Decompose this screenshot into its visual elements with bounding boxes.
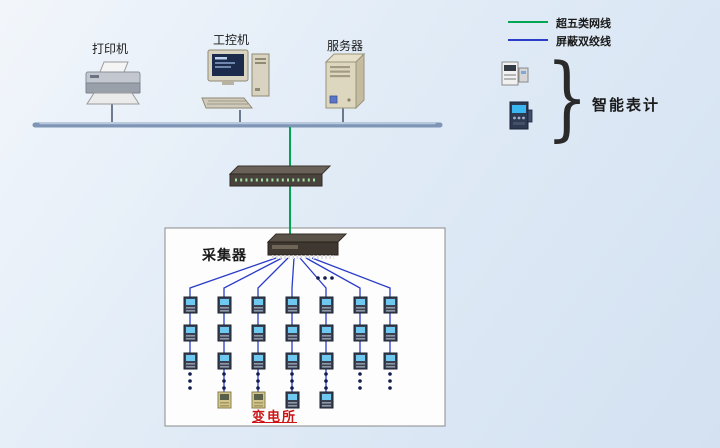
printer-icon [85,61,141,105]
legend-cat5e-label: 超五类网线 [556,18,611,30]
power-meter-icon [319,324,334,342]
power-meter-icon [285,296,300,314]
server-tower-icon [324,52,366,110]
power-meter-icon [383,352,398,370]
server-label: 服务器 [327,39,364,53]
power-meter-icon [285,352,300,370]
ipc-label: 工控机 [213,33,250,47]
smart-meters-label: 智能表计 [592,98,661,114]
power-meter-icon [353,324,368,342]
power-meter-icon [319,296,334,314]
substation-box [164,227,446,427]
power-meter-icon [217,324,232,342]
power-meter-icon [383,324,398,342]
power-meter-icon [353,296,368,314]
power-meter-icon [183,296,198,314]
legend-stp-label: 屏蔽双绞线 [556,36,611,48]
smart-meter-icon [501,61,529,86]
continuation-dots [188,276,392,391]
power-meter-icon [285,324,300,342]
curly-brace: } [546,44,589,151]
power-meter-icon [183,352,198,370]
power-meter-icon [251,324,266,342]
power-meter-icon [183,324,198,342]
power-meter-icon [251,296,266,314]
power-meter-icon [217,296,232,314]
power-meter-icon [217,391,232,409]
substation-label: 变电所 [252,409,298,424]
collector-label: 采集器 [202,249,247,264]
power-meter-icon [251,352,266,370]
power-meter-icon [319,391,334,409]
power-meter-icon [217,352,232,370]
power-meter-icon [383,296,398,314]
power-meter-icon [319,352,334,370]
printer-label: 打印机 [92,42,129,56]
industrial-pc-icon [201,49,270,109]
network-switch-icon [228,165,332,187]
smart-meter-icon [509,101,533,130]
power-meter-icon [353,352,368,370]
collector-device-icon [266,233,348,259]
